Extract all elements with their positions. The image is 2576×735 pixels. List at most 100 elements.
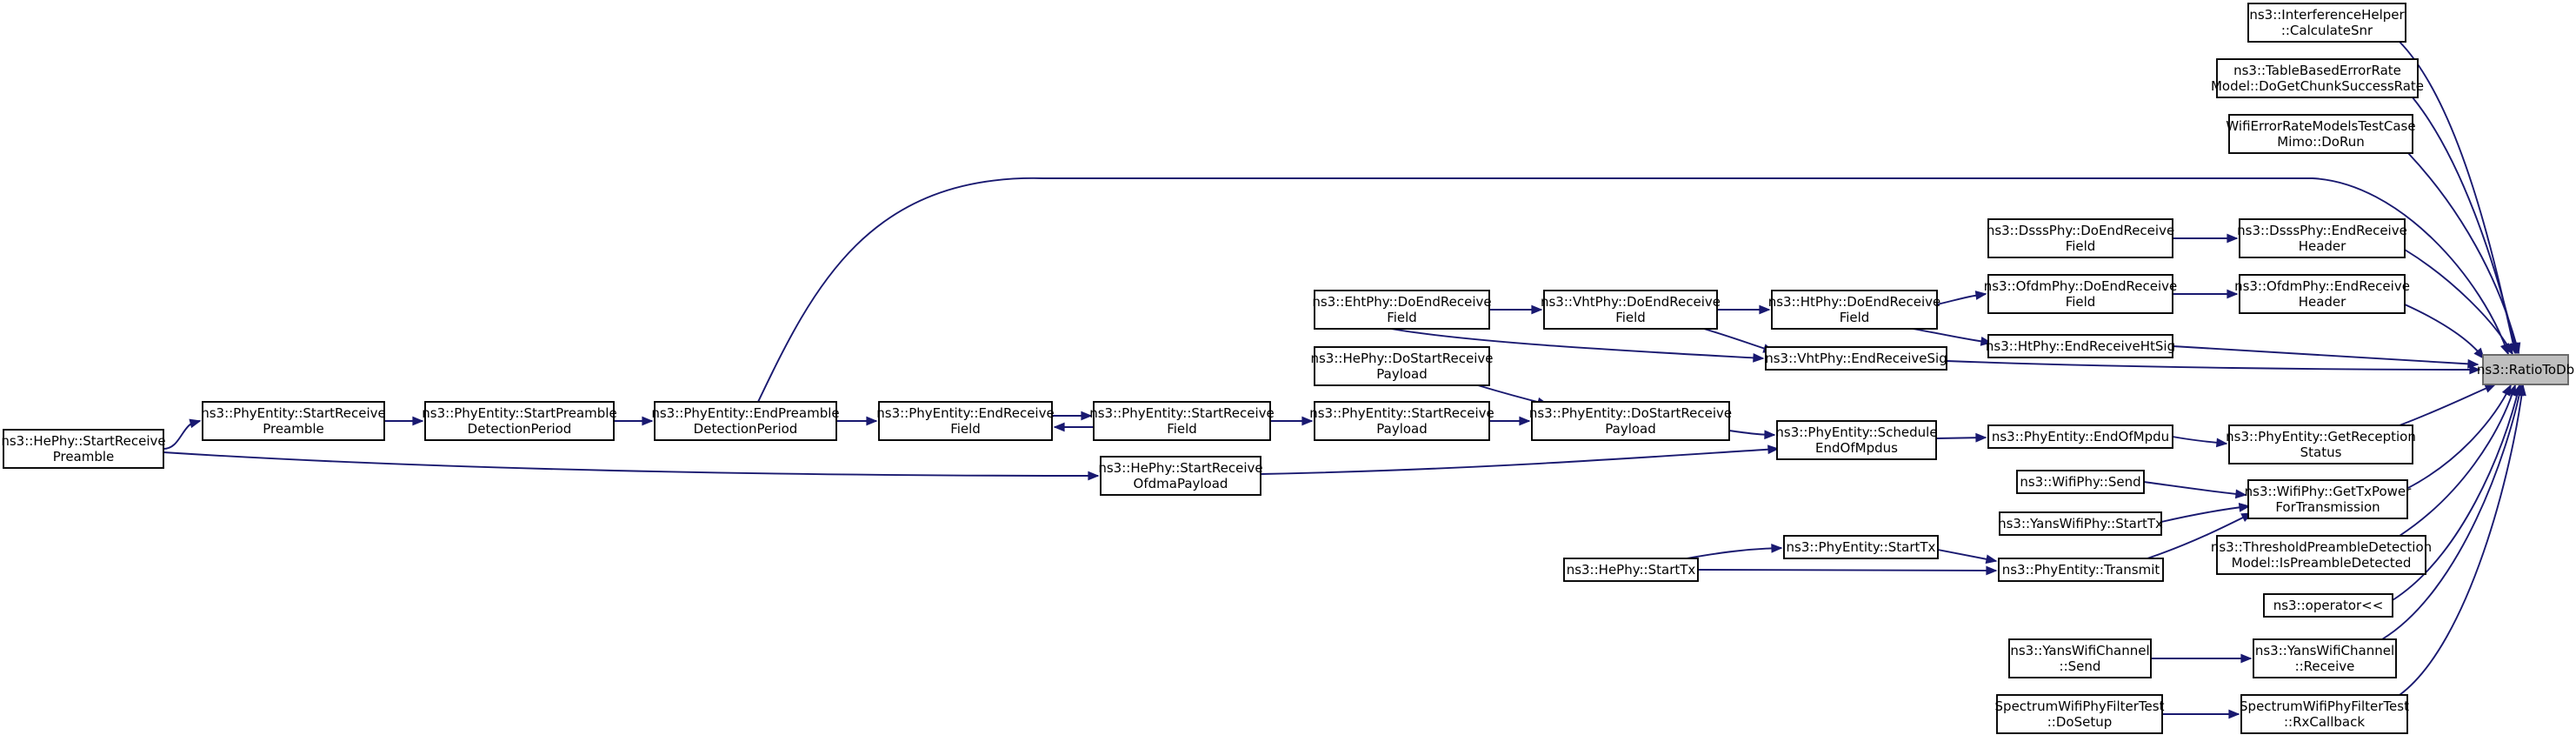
node-box bbox=[1531, 401, 1730, 441]
node-yansStartTx[interactable]: ns3::YansWifiPhy::StartTx bbox=[1998, 511, 2163, 536]
edge-heOfdma-to-peSchedule bbox=[1260, 444, 1780, 475]
node-box bbox=[2482, 354, 2569, 385]
edge-peGetStatus-to-ratio bbox=[2399, 384, 2497, 426]
edge-yansChSend-to-yansChRecv bbox=[2151, 653, 2253, 664]
edge-line bbox=[2147, 512, 2253, 559]
edge-line bbox=[1912, 328, 1992, 344]
node-label-line1: ns3::WifiPhy::GetTxPower bbox=[2245, 484, 2412, 499]
node-yansChRecv[interactable]: ns3::YansWifiChannel::Receive bbox=[2253, 638, 2397, 678]
node-peTransmit[interactable]: ns3::PhyEntity::Transmit bbox=[1998, 558, 2164, 582]
node-label-line1: ns3::PhyEntity::EndPreamble bbox=[651, 405, 839, 421]
edge-line bbox=[1697, 569, 1997, 571]
node-box bbox=[2016, 470, 2145, 494]
node-label: ns3::YansWifiPhy::StartTx bbox=[1998, 516, 2163, 531]
node-peStartTx[interactable]: ns3::PhyEntity::StartTx bbox=[1783, 535, 1939, 559]
node-box bbox=[1998, 558, 2164, 582]
node-peStartPreDet[interactable]: ns3::PhyEntity::StartPreambleDetectionPe… bbox=[422, 401, 617, 441]
edge-arrowhead bbox=[2227, 289, 2239, 299]
node-label-line1: ns3::PhyEntity::StartReceive bbox=[201, 405, 386, 421]
edge-peDoStart-to-peSchedule bbox=[1728, 430, 1776, 440]
node-label-line1: ns3::ThresholdPreambleDetection bbox=[2211, 539, 2432, 555]
node-ratio[interactable]: ns3::RatioToDb bbox=[2477, 354, 2574, 385]
node-specSetup[interactable]: SpectrumWifiPhyFilterTest::DoSetup bbox=[1995, 694, 2165, 734]
node-label: ns3::HePhy::StartTx bbox=[1567, 562, 1696, 578]
edge-line bbox=[2172, 345, 2479, 365]
edge-line bbox=[2143, 481, 2247, 496]
edge-peStartField-to-peStartPayload bbox=[1269, 416, 1314, 426]
node-label-line2: Header bbox=[2299, 294, 2346, 310]
node-label-line2: ::CalculateSnr bbox=[2281, 23, 2373, 38]
edge-peSchedule-to-peEndMpdu bbox=[1935, 432, 1987, 443]
node-calcSnr[interactable]: ns3::InterferenceHelper::CalculateSnr bbox=[2247, 3, 2406, 43]
edge-dsssDoEnd-to-dsssEndHdr bbox=[2172, 233, 2239, 244]
node-tableChunk[interactable]: ns3::TableBasedErrorRateModel::DoGetChun… bbox=[2211, 58, 2424, 98]
node-label-line1: ns3::OfdmPhy::DoEndReceive bbox=[1984, 278, 2178, 294]
node-label-line1: ns3::HtPhy::DoEndReceive bbox=[1768, 294, 1941, 310]
node-yansChSend[interactable]: ns3::YansWifiChannel::Send bbox=[2008, 638, 2152, 678]
edge-line bbox=[1946, 360, 2480, 371]
node-label-line1: ns3::YansWifiChannel bbox=[2010, 643, 2149, 658]
node-label-line1: ns3::VhtPhy::DoEndReceive bbox=[1541, 294, 1721, 310]
edge-yansStartTx-to-getTxPower bbox=[2160, 503, 2251, 523]
edge-arrowhead bbox=[2240, 653, 2253, 664]
node-label: ns3::operator<< bbox=[2273, 598, 2384, 613]
node-threshold[interactable]: ns3::ThresholdPreambleDetectionModel::Is… bbox=[2211, 535, 2432, 575]
node-label-line2: Field bbox=[950, 421, 981, 437]
node-box bbox=[1543, 290, 1718, 330]
node-box bbox=[2239, 274, 2406, 314]
edge-line bbox=[2392, 384, 2520, 601]
edge-line bbox=[2412, 97, 2518, 354]
edge-peEndField-to-peStartField bbox=[1052, 411, 1093, 421]
node-peEndMpdu[interactable]: ns3::PhyEntity::EndOfMpdu bbox=[1987, 424, 2173, 449]
node-label-line2: Preamble bbox=[263, 421, 324, 437]
node-operatorLs[interactable]: ns3::operator<< bbox=[2263, 593, 2393, 618]
node-box bbox=[1999, 511, 2162, 536]
node-box bbox=[2216, 58, 2419, 98]
edge-peStartTx-to-peTransmit bbox=[1937, 549, 1998, 565]
node-box bbox=[1563, 558, 1699, 582]
node-label: ns3::WifiPhy::Send bbox=[2020, 474, 2140, 490]
edge-line bbox=[2160, 505, 2250, 523]
node-box bbox=[202, 401, 385, 441]
node-label-line2: Payload bbox=[1605, 421, 1656, 437]
node-label-line2: Field bbox=[1387, 310, 1417, 325]
edge-arrowhead bbox=[2469, 364, 2481, 375]
node-specRx[interactable]: SpectrumWifiPhyFilterTest::RxCallback bbox=[2240, 694, 2409, 734]
node-htEndSig[interactable]: ns3::HtPhy::EndReceiveHtSig bbox=[1986, 334, 2175, 358]
edge-arrowhead bbox=[2517, 384, 2526, 397]
node-box bbox=[1996, 694, 2163, 734]
edge-vhtDoEnd-to-vhtEndSig bbox=[1703, 328, 1775, 353]
node-label-line2: Status bbox=[2300, 444, 2342, 460]
edge-tableChunk-to-ratio bbox=[2412, 97, 2519, 355]
edge-arrowhead bbox=[1974, 291, 1987, 300]
node-vhtEndSig[interactable]: ns3::VhtPhy::EndReceiveSig bbox=[1765, 346, 1947, 371]
edge-arrowhead bbox=[2484, 384, 2497, 393]
node-label: ns3::PhyEntity::EndOfMpdu bbox=[1992, 429, 2169, 444]
node-peEndPreamble[interactable]: ns3::PhyEntity::EndPreambleDetectionPeri… bbox=[651, 401, 840, 441]
edge-line bbox=[2399, 384, 2496, 426]
edge-specSetup-to-specRx bbox=[2162, 709, 2240, 719]
node-label-line2: ForTransmission bbox=[2275, 499, 2380, 515]
node-heStartTx[interactable]: ns3::HePhy::StartTx bbox=[1563, 558, 1699, 582]
node-box bbox=[1314, 401, 1490, 441]
node-wifiSend[interactable]: ns3::WifiPhy::Send bbox=[2016, 470, 2145, 494]
